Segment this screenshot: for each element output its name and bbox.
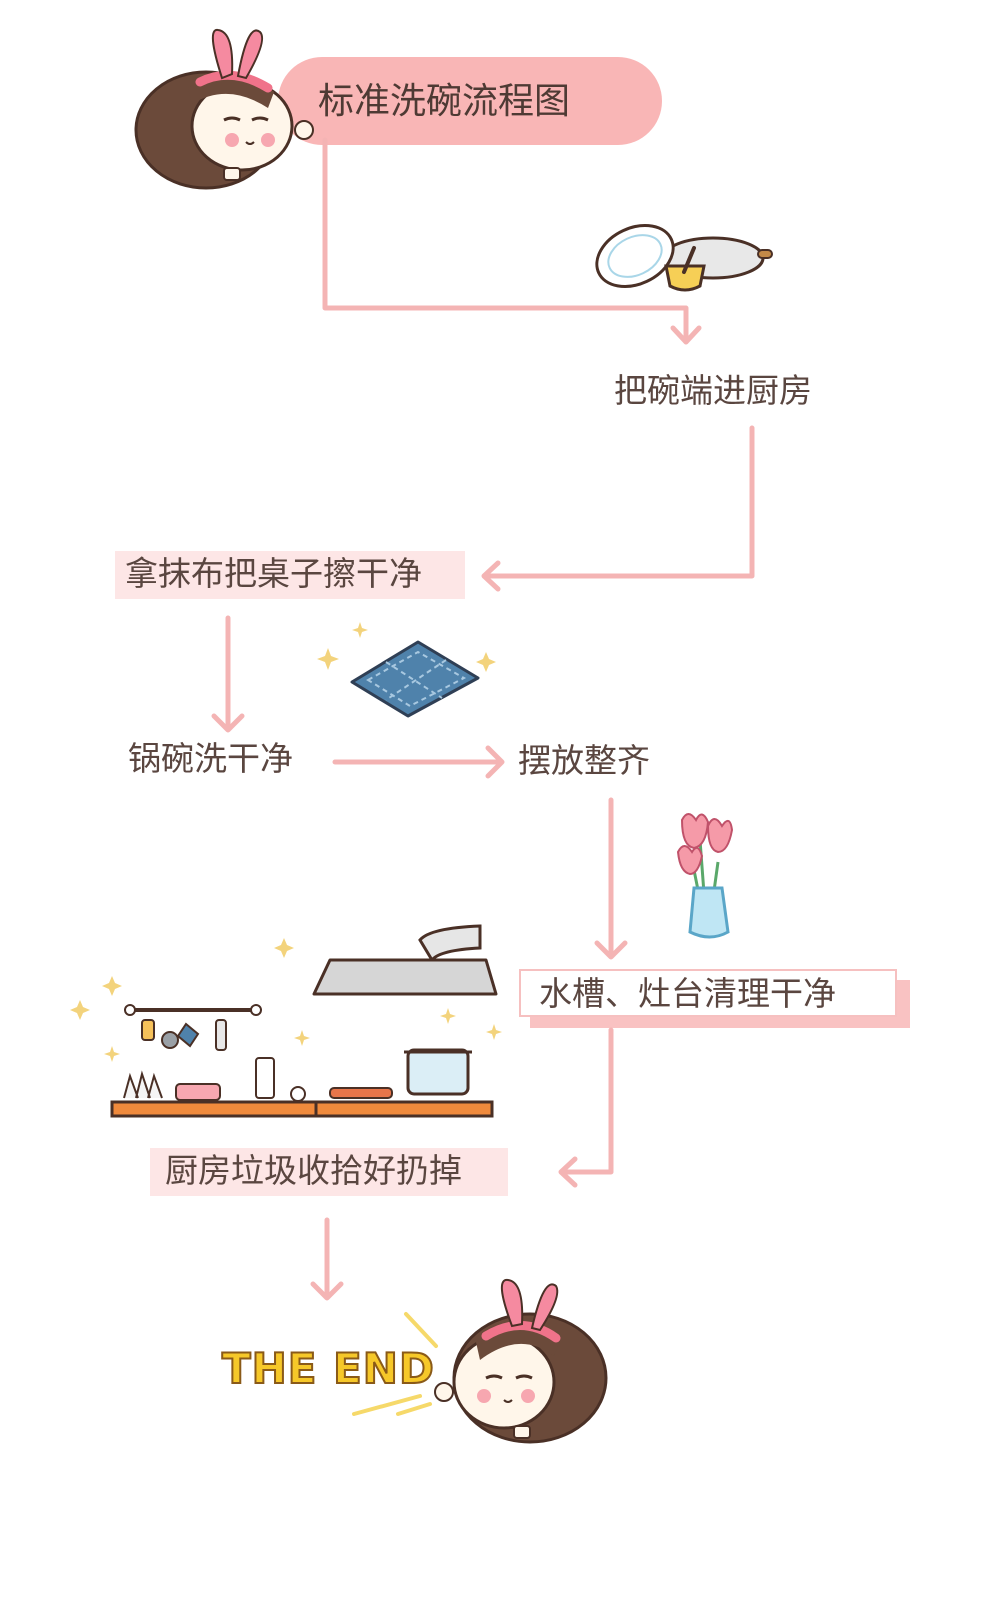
step5-box xyxy=(519,969,910,1028)
step-wipe-table: 拿抹布把桌子擦干净 xyxy=(125,554,422,593)
sparkle-icon xyxy=(352,1312,438,1416)
title-pill xyxy=(278,57,662,145)
girl-mascot-icon xyxy=(134,29,314,190)
sparkle-icon xyxy=(70,622,502,1062)
step-take-out-trash: 厨房垃圾收拾好扔掉 xyxy=(165,1151,462,1190)
step-wash-dishes: 锅碗洗干净 xyxy=(128,739,293,778)
flow-arrows xyxy=(211,137,755,1301)
step2-highlight xyxy=(115,551,465,599)
arrow-step5-to-step6 xyxy=(560,1027,614,1175)
diagram-title: 标准洗碗流程图 xyxy=(318,81,571,122)
arrow-title-to-step1 xyxy=(322,137,689,343)
step-carry-bowls: 把碗端进厨房 xyxy=(614,371,812,410)
range-hood-icon xyxy=(312,924,498,996)
arrow-step1-to-step2 xyxy=(483,425,755,579)
girl-mascot-icon xyxy=(434,1279,608,1444)
the-end-label: THE END xyxy=(221,1344,435,1393)
step-clean-sink-stove: 水槽、灶台清理干净 xyxy=(539,974,836,1013)
dishcloth-icon xyxy=(350,640,480,718)
step6-highlight xyxy=(150,1148,508,1196)
dishes-pan-bowl-icon xyxy=(595,224,773,292)
tulip-vase-icon xyxy=(676,813,734,939)
kitchen-counter-icon xyxy=(110,1004,494,1118)
step-arrange-neatly: 摆放整齐 xyxy=(518,741,650,780)
